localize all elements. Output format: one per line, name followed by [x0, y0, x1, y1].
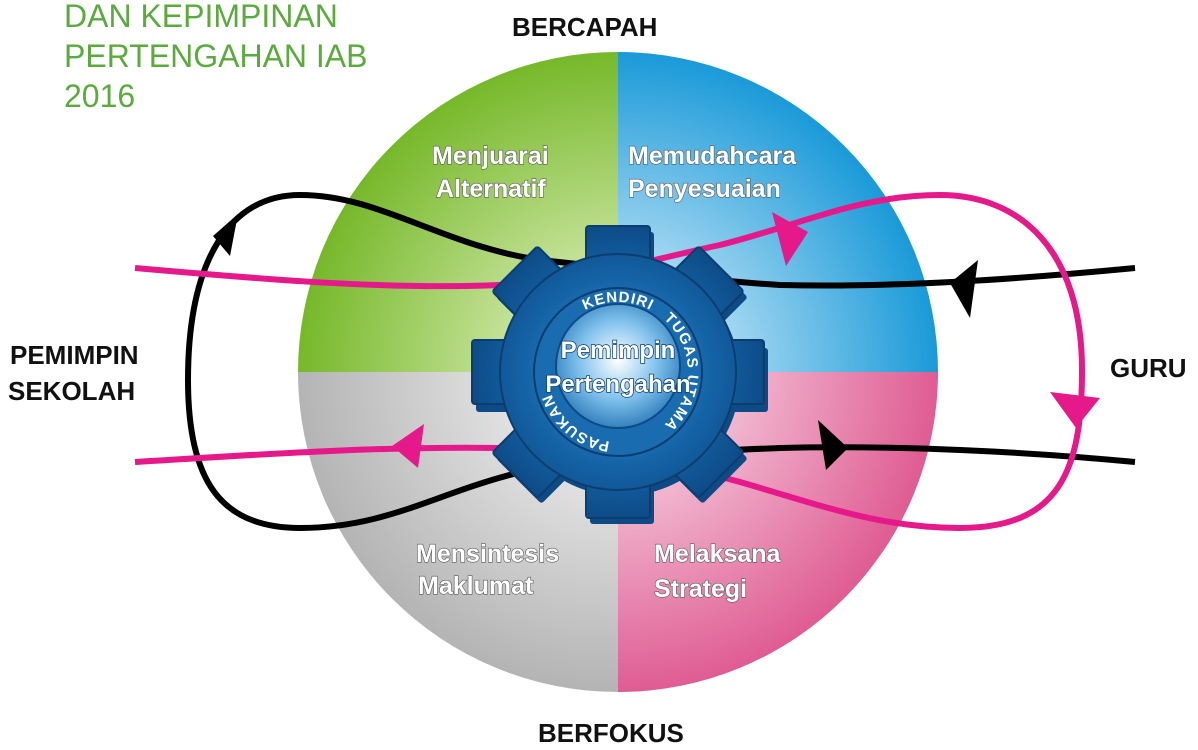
magenta-arrowhead-top	[772, 212, 808, 266]
quadrant-label-top-left-1: Menjuarai	[432, 142, 549, 170]
title-line-3: 2016	[64, 78, 136, 114]
center-label-line-2: Pertengahan	[545, 371, 690, 398]
axis-label-left-line-1: PEMIMPIN	[10, 340, 139, 370]
quadrant-label-top-right-2: Penyesuaian	[628, 175, 781, 203]
quadrant-label-bottom-left-1: Mensintesis	[416, 540, 559, 568]
quadrant-label-bottom-right-2: Strategi	[654, 575, 747, 603]
black-arrowhead-top-right	[950, 260, 978, 318]
quadrant-label-top-right-1: Memudahcara	[628, 142, 797, 170]
quadrant-label-bottom-right-1: Melaksana	[654, 540, 782, 568]
quadrant-label-top-left-2: Alternatif	[436, 175, 546, 203]
title-line-1: DAN KEPIMPINAN	[64, 0, 338, 34]
black-arrowhead-bottom-right	[818, 420, 848, 470]
axis-label-top: BERCAPAH	[512, 12, 658, 42]
magenta-arrowhead-left	[392, 424, 424, 468]
gear-icon	[471, 225, 768, 524]
center-label-line-1: Pemimpin	[561, 337, 676, 364]
black-arrowhead-top-left	[213, 214, 238, 256]
axis-label-right: GURU	[1110, 353, 1187, 383]
quadrant-label-bottom-left-2: Maklumat	[418, 572, 534, 600]
diagram-title: DAN KEPIMPINAN PERTENGAHAN IAB 2016	[64, 0, 367, 116]
axis-label-bottom: BERFOKUS	[538, 718, 684, 748]
title-line-2: PERTENGAHAN IAB	[64, 38, 368, 74]
axis-label-left-line-2: SEKOLAH	[8, 376, 136, 406]
magenta-arrowhead-right	[1050, 392, 1100, 428]
